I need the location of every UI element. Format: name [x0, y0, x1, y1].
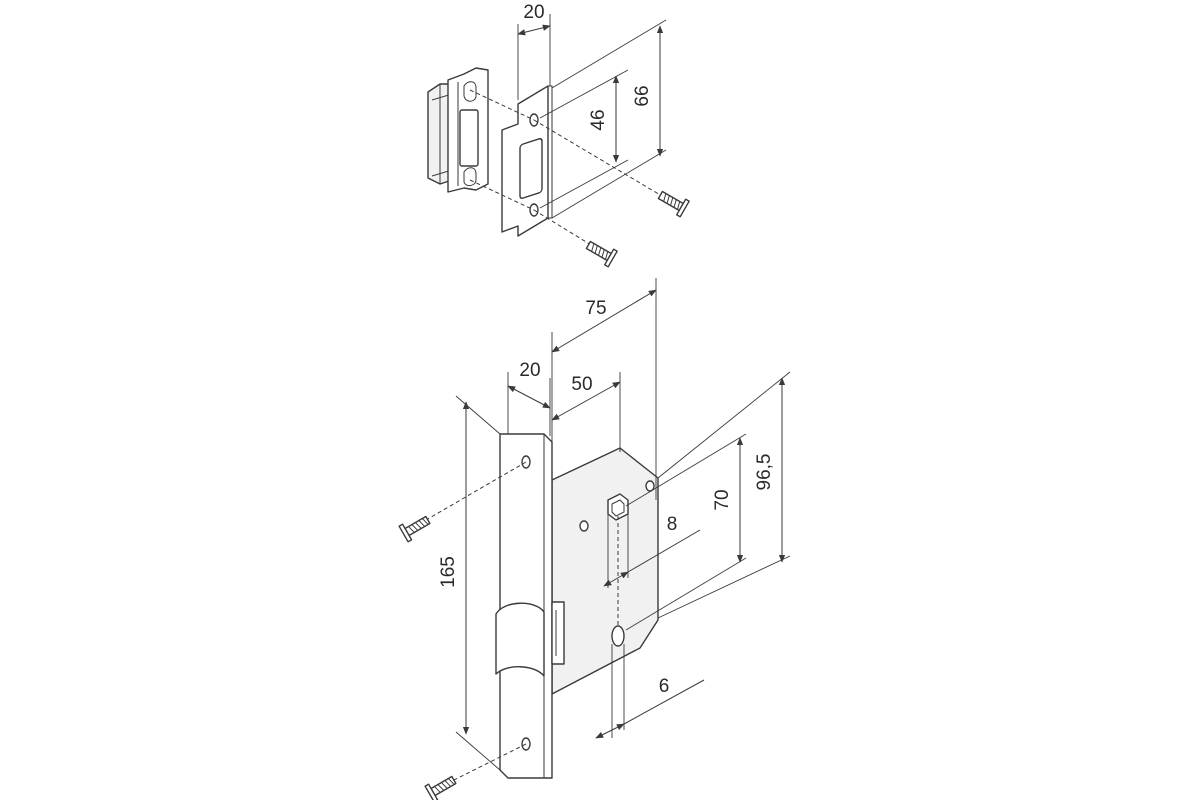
strike-bracket — [447, 67, 489, 193]
dim-faceplate-width: 20 — [519, 360, 540, 381]
lock-assembly: 165 20 50 75 70 96,5 8 — [398, 278, 791, 800]
lock-case — [551, 447, 659, 695]
dim-case-depth: 50 — [571, 374, 592, 395]
strike-assembly: 20 46 66 — [427, 2, 690, 268]
latch-bolt — [495, 602, 545, 677]
screw-icon — [585, 240, 618, 268]
screw-icon — [398, 515, 431, 543]
dim-handle-to-cylinder: 70 — [712, 489, 733, 510]
faceplate — [495, 433, 565, 779]
screw-icon — [657, 190, 690, 218]
dim-spindle-square: 8 — [667, 514, 678, 535]
dim-cylinder-offset: 6 — [659, 676, 670, 697]
dim-strike-width: 20 — [523, 2, 544, 23]
dim-faceplate-height: 165 — [438, 556, 459, 588]
dim-case-height: 96,5 — [754, 454, 775, 491]
dim-strike-hole-spacing: 46 — [588, 109, 609, 130]
dim-strike-height: 66 — [632, 85, 653, 106]
cylinder-hole — [611, 625, 625, 647]
screw-icon — [424, 775, 457, 800]
dim-backset: 75 — [585, 298, 606, 319]
